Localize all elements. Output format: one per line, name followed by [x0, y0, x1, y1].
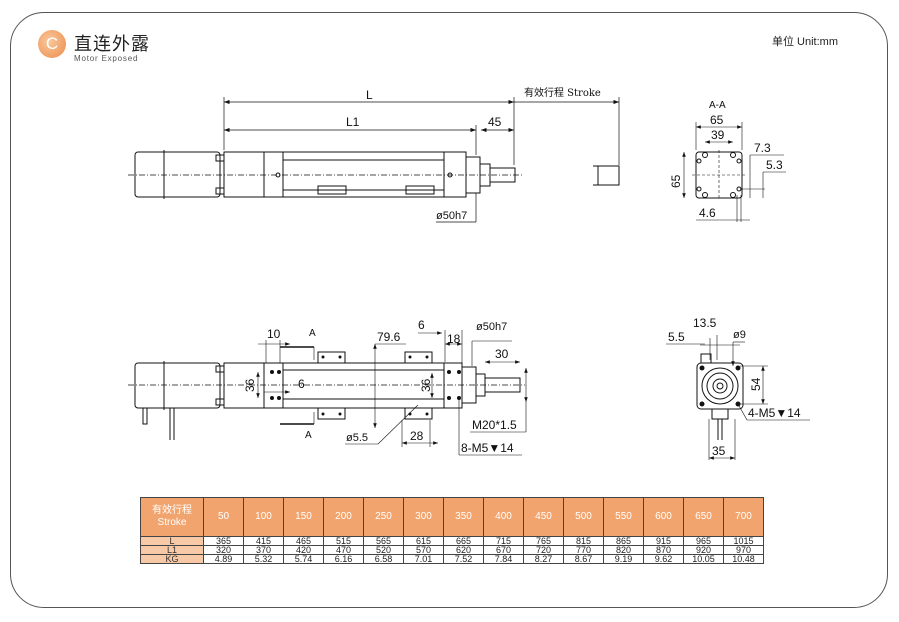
stroke-cell: 150 — [283, 497, 324, 537]
table-cell: 10.48 — [723, 554, 764, 564]
dim-10: 10 — [267, 327, 281, 341]
table-cell: 7.84 — [483, 554, 524, 564]
stroke-cell: 250 — [363, 497, 404, 537]
stroke-cell: 50 — [203, 497, 244, 537]
table-cell: 10.05 — [683, 554, 724, 564]
stroke-header-cn: 有效行程 — [152, 505, 192, 516]
dim-L1: L1 — [346, 115, 360, 129]
table-cell: 9.19 — [603, 554, 644, 564]
stroke-cell: 450 — [523, 497, 564, 537]
table-cell: 6.16 — [323, 554, 364, 564]
stroke-cell: 350 — [443, 497, 484, 537]
table-cell: 7.52 — [443, 554, 484, 564]
stroke-cell: 300 — [403, 497, 444, 537]
dia-50h7-top: ø50h7 — [436, 210, 467, 222]
table-cell: 8.27 — [523, 554, 564, 564]
table-cell: 5.74 — [283, 554, 324, 564]
section-title: A-A — [709, 100, 726, 111]
thread-label: M20*1.5 — [472, 418, 517, 432]
stroke-cell: 550 — [603, 497, 644, 537]
table-cell: 8.67 — [563, 554, 604, 564]
tapped-holes-side: 8-M5▼14 — [461, 441, 514, 455]
dim-45: 45 — [488, 115, 502, 129]
page-title: 直连外露 — [74, 34, 150, 54]
dia-50h7-side: ø50h7 — [476, 321, 507, 333]
dim-28: 28 — [410, 429, 424, 443]
dim-6-right: 6 — [418, 318, 425, 332]
end-view — [666, 335, 810, 460]
stroke-cell: 700 — [723, 497, 764, 537]
table-cell: 4.89 — [203, 554, 244, 564]
dim-54: 54 — [749, 377, 763, 391]
section-mark-a-top: A — [309, 328, 316, 339]
dim-6-left: 6 — [298, 377, 305, 391]
dim-30: 30 — [495, 347, 509, 361]
stroke-cell: 100 — [243, 497, 284, 537]
side-view — [128, 330, 528, 456]
dim-7-3: 7.3 — [754, 141, 771, 155]
unit-label: 单位 Unit:mm — [772, 36, 838, 48]
page-frame — [10, 12, 888, 608]
stroke-header-en: Stroke — [157, 517, 187, 528]
table-cell: 5.32 — [243, 554, 284, 564]
logo-badge: C — [38, 30, 66, 58]
dim-39: 39 — [711, 128, 725, 142]
stroke-cell: 400 — [483, 497, 524, 537]
section-a-a-view — [682, 122, 786, 222]
row-label: KG — [140, 554, 204, 564]
section-mark-a-bottom: A — [305, 430, 312, 441]
dim-13-5: 13.5 — [693, 316, 717, 330]
table-cell: 9.62 — [643, 554, 684, 564]
dim-79-6: 79.6 — [377, 330, 401, 344]
dia-9: ø9 — [733, 329, 746, 341]
tapped-holes-end: 4-M5▼14 — [748, 406, 801, 420]
dim-18: 18 — [447, 332, 461, 346]
dim-L: L — [366, 88, 373, 102]
dim-35: 35 — [712, 444, 726, 458]
stroke-cell: 200 — [323, 497, 364, 537]
dim-36-left: 36 — [243, 378, 257, 392]
top-view — [128, 97, 620, 223]
table-cell: 7.01 — [403, 554, 444, 564]
table-cell: 6.58 — [363, 554, 404, 564]
hole-dia-label: ø5.5 — [346, 432, 368, 444]
dim-5-5: 5.5 — [668, 330, 685, 344]
dim-5-3: 5.3 — [766, 158, 783, 172]
stroke-cell: 600 — [643, 497, 684, 537]
stroke-label: 有效行程 Stroke — [524, 86, 601, 99]
dim-65-height: 65 — [669, 174, 683, 188]
page-subtitle: Motor Exposed — [74, 54, 139, 63]
dim-36-right: 36 — [419, 378, 433, 392]
dim-4-6: 4.6 — [699, 206, 716, 220]
dim-65-width: 65 — [710, 113, 724, 127]
stroke-cell: 650 — [683, 497, 724, 537]
stroke-cell: 500 — [563, 497, 604, 537]
